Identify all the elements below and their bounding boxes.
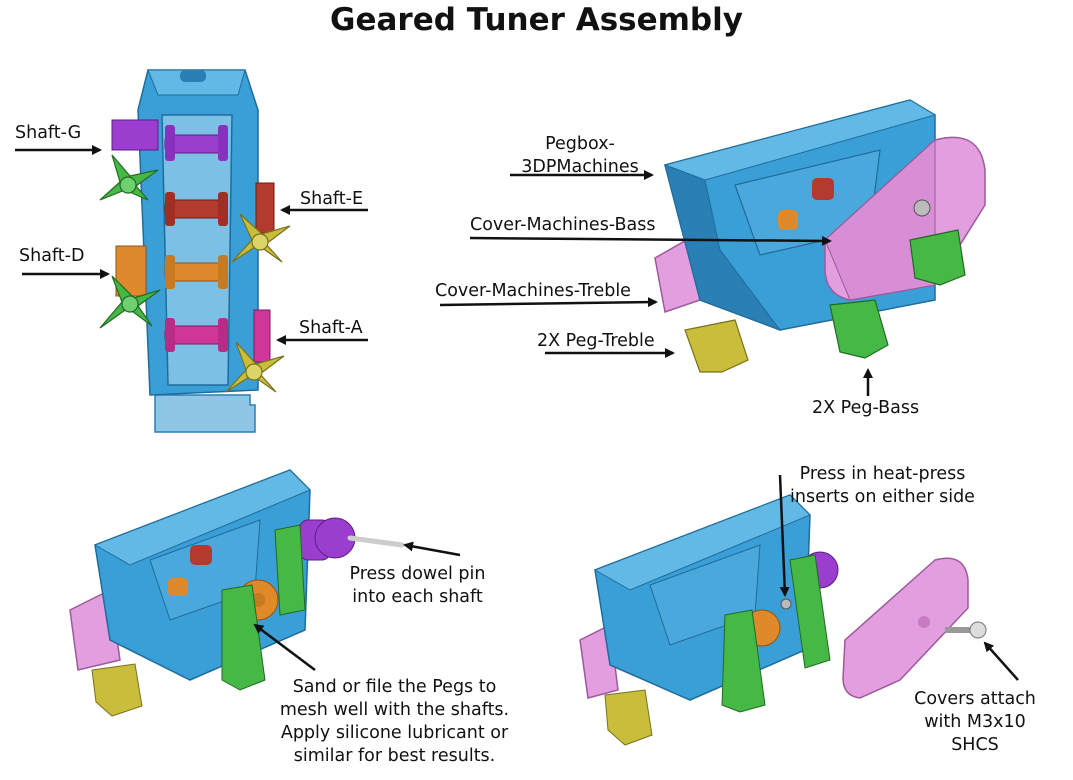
pegbox-window xyxy=(161,114,233,386)
shaft-g-part xyxy=(111,119,228,161)
dowel-pin-part xyxy=(347,535,405,548)
pegbox-bottom-plate xyxy=(154,394,256,433)
cover-attach-view xyxy=(579,494,987,746)
pegbox-front-view xyxy=(99,69,291,433)
label-shaft-g: Shaft-G xyxy=(15,123,82,143)
cover-exploded-part xyxy=(842,557,969,699)
label-cover-treble: Cover-Machines-Treble xyxy=(435,281,631,301)
shaft-a-part xyxy=(164,309,271,363)
shaft-d-part xyxy=(115,245,228,297)
assembled-iso-view xyxy=(654,99,986,373)
label-shaft-d: Shaft-D xyxy=(19,246,85,266)
peg-knob-g xyxy=(99,154,159,201)
screw-part xyxy=(945,621,987,639)
peg-treble-part xyxy=(684,319,749,373)
peg-bass-part xyxy=(829,299,889,359)
label-shaft-a: Shaft-A xyxy=(299,318,363,338)
label-peg-treble: 2X Peg-Treble xyxy=(537,331,655,351)
peg-knob-a xyxy=(225,341,285,393)
label-pegbox: Pegbox-3DPMachines xyxy=(521,134,639,177)
page-title: Geared Tuner Assembly xyxy=(330,2,743,38)
label-shaft-e: Shaft-E xyxy=(300,189,364,209)
shaft-gear-purple-part xyxy=(299,517,356,561)
shaft-e-part xyxy=(164,182,275,234)
callout-arrows xyxy=(15,145,1019,681)
peg-knob-d xyxy=(99,275,161,329)
peg-knob-e xyxy=(231,213,291,263)
peg-worm-part xyxy=(221,524,306,691)
label-peg-bass: 2X Peg-Bass xyxy=(812,398,920,418)
label-cover-bass: Cover-Machines-Bass xyxy=(470,215,656,235)
